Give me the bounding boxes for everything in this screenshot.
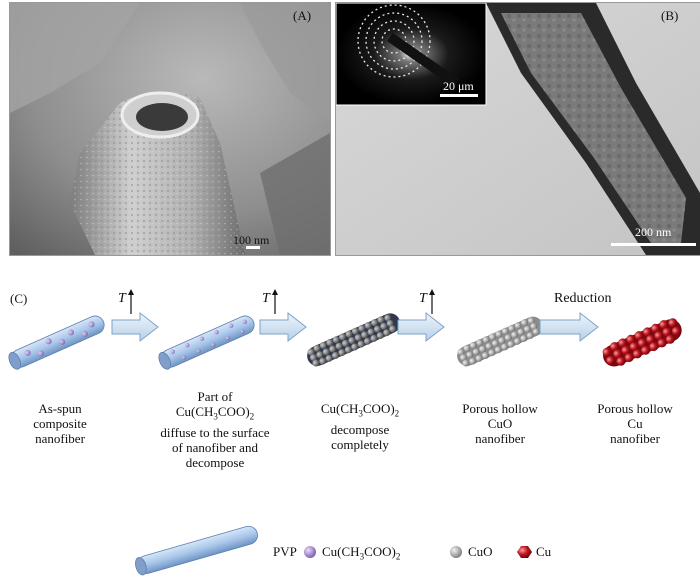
fiber-as-spun xyxy=(8,315,105,370)
legend-cu-acetate-label: Cu(CH3COO)2 xyxy=(322,544,401,562)
legend-cuo-label: CuO xyxy=(468,544,493,559)
tem-micrograph xyxy=(335,2,700,256)
tem-image xyxy=(336,3,700,255)
step-caption-5: Porous hollow Cu nanofiber xyxy=(597,401,673,446)
step-caption-1: As-spun composite nanofiber xyxy=(33,401,87,446)
fiber-cuo xyxy=(457,316,543,367)
legend-cuo-icon xyxy=(450,546,462,558)
arrow-4-label: Reduction xyxy=(554,291,612,306)
sem-micrograph xyxy=(9,2,331,256)
sem-image xyxy=(10,3,330,255)
legend-cu-label: Cu xyxy=(536,544,552,559)
step-caption-3: Cu(CH3COO)2 decompose completely xyxy=(320,401,400,452)
process-schematic xyxy=(8,289,682,370)
arrow-heat-1 xyxy=(111,311,159,343)
legend-graphics xyxy=(135,525,532,576)
legend-cu-icon xyxy=(517,546,532,558)
panel-a-scale-label: 100 nm xyxy=(233,233,270,247)
arrow-1-label: T xyxy=(118,291,126,306)
arrow-reduction xyxy=(539,311,599,343)
arrow-2-label: T xyxy=(262,291,270,306)
arrow-heat-2 xyxy=(259,311,307,343)
arrow-heat-3 xyxy=(397,311,445,343)
arrow-3-label: T xyxy=(419,291,427,306)
panel-b-label: (B) xyxy=(661,8,679,23)
legend-pvp-label: PVP xyxy=(273,544,297,559)
panel-a-label: (A) xyxy=(293,8,312,23)
panel-b-scale-label: 200 nm xyxy=(635,225,672,239)
fiber-decomposed xyxy=(307,313,401,367)
legend-cu-acetate-icon xyxy=(304,546,316,558)
panel-b-inset-scale-label: 20 μm xyxy=(443,79,474,93)
fiber-cu xyxy=(602,318,682,367)
step-caption-2: Part of Cu(CH3COO)2 diffuse to the surfa… xyxy=(160,389,270,470)
fiber-diffusion xyxy=(158,315,255,370)
panel-c-label: (C) xyxy=(10,291,28,306)
step-caption-4: Porous hollow CuO nanofiber xyxy=(462,401,538,446)
legend-pvp-icon xyxy=(135,525,258,576)
